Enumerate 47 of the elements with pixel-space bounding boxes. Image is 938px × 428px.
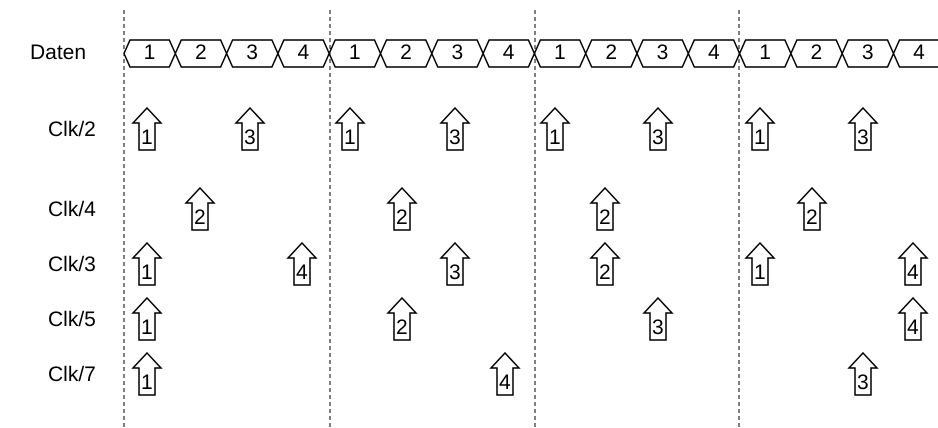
clock-count: 3 [449, 126, 461, 150]
bus-value: 1 [348, 41, 361, 65]
bus-value: 2 [810, 41, 822, 65]
clock-count: 3 [449, 261, 461, 285]
signal-name: Clk/4 [48, 198, 96, 222]
bus-value: 3 [862, 41, 874, 65]
clock-count: 2 [599, 206, 611, 230]
clock-count: 1 [344, 126, 356, 150]
bus-value: 4 [502, 41, 514, 65]
bus-value: 4 [708, 41, 720, 65]
bus-value: 1 [554, 41, 566, 65]
bus-value: 2 [194, 41, 207, 65]
clock-count: 1 [141, 261, 153, 285]
clock-count: 1 [141, 371, 153, 395]
signal-name: Clk/2 [48, 118, 96, 142]
bus-value: 1 [759, 41, 771, 65]
clock-count: 3 [652, 316, 664, 340]
bus-value: 2 [400, 41, 412, 65]
clock-count: 3 [857, 371, 869, 395]
bus-value: 4 [913, 41, 925, 65]
bus-value: 3 [451, 41, 464, 65]
clock-count: 3 [857, 126, 869, 150]
bus-value: 4 [298, 41, 310, 65]
clock-count: 2 [194, 206, 206, 230]
clock-count: 2 [599, 261, 611, 285]
bus-value: 3 [246, 41, 258, 65]
bus-value: 1 [144, 41, 156, 65]
clock-count: 2 [396, 316, 408, 340]
signal-name: Clk/5 [48, 308, 96, 332]
clock-count: 4 [499, 371, 511, 395]
clock-count: 4 [907, 316, 919, 340]
clock-count: 4 [296, 261, 308, 285]
signal-name: Clk/7 [48, 363, 96, 387]
bus-value: 2 [605, 41, 618, 65]
signal-name: Clk/3 [48, 253, 96, 277]
clock-count: 1 [141, 316, 153, 340]
clock-count: 4 [907, 261, 919, 285]
clock-count: 2 [806, 206, 818, 230]
clock-count: 1 [549, 126, 561, 150]
bus-value: 3 [656, 41, 668, 65]
clock-count: 3 [652, 126, 664, 150]
clock-count: 1 [754, 126, 766, 150]
clock-count: 2 [396, 206, 408, 230]
clock-count: 1 [754, 261, 766, 285]
clock-count: 3 [244, 126, 256, 150]
clock-count: 1 [141, 126, 153, 150]
signal-name: Daten [30, 41, 86, 65]
